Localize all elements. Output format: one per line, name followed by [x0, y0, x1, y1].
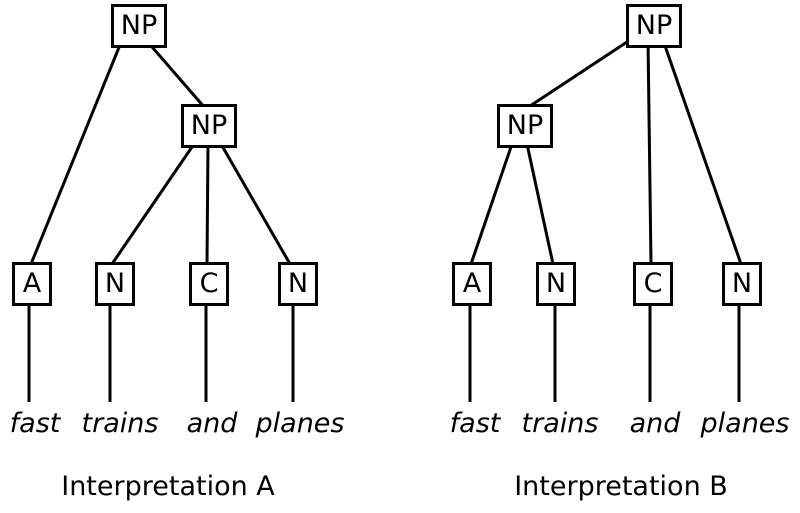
tree-a-node-inner-np: NP: [181, 104, 237, 148]
tree-a-node-c: C: [189, 262, 229, 306]
tree-b-edge-root-inner: [526, 38, 631, 110]
tree-b-edge-inner-n1: [525, 143, 555, 265]
tree-a-edge-inner-n1: [110, 143, 196, 265]
tree-a-word-planes: planes: [255, 408, 345, 439]
tree-a-node-a: A: [12, 262, 52, 306]
tree-a-word-and: and: [186, 408, 238, 439]
tree-a-edge-inner-n2: [219, 143, 292, 265]
tree-a-word-fast: fast: [9, 408, 61, 439]
tree-b-node-n1: N: [536, 262, 576, 306]
tree-b-word-trains: trains: [521, 408, 599, 439]
tree-a-node-n2: N: [278, 262, 318, 306]
tree-b-caption: Interpretation B: [514, 471, 728, 502]
tree-b-node-n2: N: [722, 262, 762, 306]
tree-a-word-trains: trains: [81, 408, 159, 439]
tree-b-edge-root-c: [646, 39, 653, 265]
tree-b-node-root-np: NP: [626, 4, 682, 48]
tree-a-edge-root-inner: [144, 39, 207, 109]
tree-a-edge-inner-c: [205, 143, 210, 265]
tree-b-node-inner-np: NP: [497, 104, 553, 148]
tree-b-node-c: C: [633, 262, 673, 306]
tree-a-caption: Interpretation A: [61, 471, 275, 502]
tree-b-word-and: and: [629, 408, 681, 439]
tree-a-node-n1: N: [95, 262, 135, 306]
tree-b-edge-inner-a: [469, 143, 514, 265]
tree-b-edge-root-n2: [661, 39, 743, 265]
tree-a-node-root-np: NP: [111, 4, 167, 48]
tree-b-word-fast: fast: [449, 408, 501, 439]
tree-b-node-a: A: [452, 262, 492, 306]
tree-a-edge-root-a: [29, 39, 124, 265]
tree-b-word-planes: planes: [700, 408, 790, 439]
